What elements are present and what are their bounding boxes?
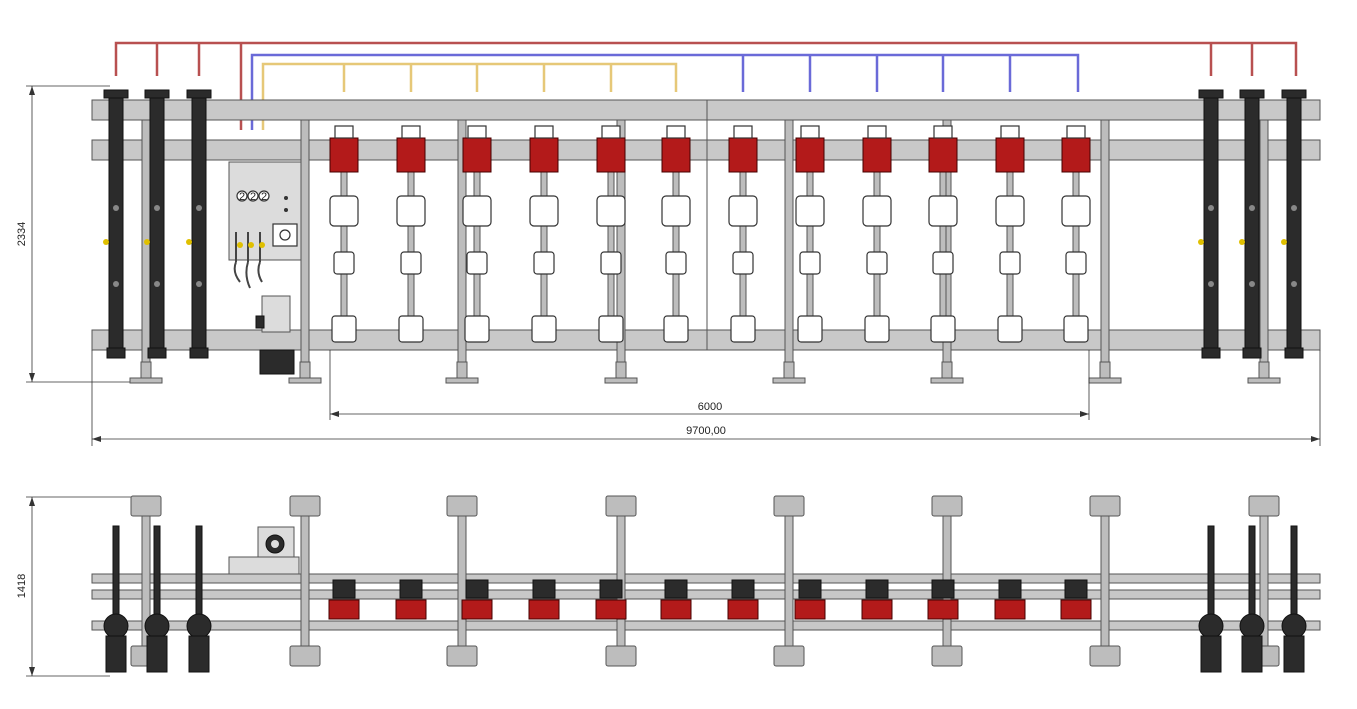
top-view-rail-3 [91,620,1321,631]
bracket-red [114,41,1298,130]
top-dark-column [1239,525,1265,673]
top-clamp [727,579,759,620]
top-clamp [927,579,959,620]
support-post [604,119,638,384]
top-rail [91,99,1321,121]
support-post [772,119,806,384]
bottom-rail [91,329,1321,351]
clamp-unit [1061,125,1091,343]
top-clamp [794,579,826,620]
motor [255,295,295,375]
top-post [1089,495,1121,667]
top-dark-column [1198,525,1224,673]
panel-label-1: 2 [239,191,245,203]
clamp-units [329,125,1091,343]
dim-total-width: 9700,00 [91,350,1321,446]
top-clamp [1060,579,1092,620]
dim-top-height-label: 1418 [16,574,28,598]
clamp-unit [995,125,1025,343]
dark-column [1281,89,1307,359]
clamp-unit [728,125,758,343]
top-clamp [395,579,427,620]
control-panel: 2 2 2 [228,161,302,289]
clamp-unit [462,125,492,343]
dim-total-width-label: 9700,00 [686,425,726,437]
top-view-rail-2 [91,589,1321,600]
clamp-unit [928,125,958,343]
top-dark-column [103,525,129,673]
support-post [288,119,322,384]
clamp-unit [862,125,892,343]
dim-inner-width: 6000 [329,350,1090,420]
top-view-clamps [328,579,1092,620]
dark-column [103,89,129,359]
dark-column [144,89,170,359]
top-clamp [660,579,692,620]
dark-column [1239,89,1265,359]
support-post [445,119,479,384]
support-posts [129,119,1281,384]
top-post [446,495,478,667]
dim-inner-width-label: 6000 [698,401,722,413]
top-clamp [328,579,360,620]
clamp-unit [396,125,426,343]
bracket-yellow [261,62,678,130]
top-clamp [528,579,560,620]
top-clamp [861,579,893,620]
dim-front-height-label: 2334 [16,222,28,246]
bracket-blue [250,53,1080,130]
support-post [1247,119,1281,384]
dim-top-height: 1418 [16,496,140,677]
top-clamp [994,579,1026,620]
top-clamp [461,579,493,620]
top-post [773,495,805,667]
dim-front-height: 2334 [16,85,150,383]
top-post [289,495,321,667]
top-dark-column [144,525,170,673]
middle-rail [91,139,1321,161]
clamp-unit [795,125,825,343]
top-view-motor [228,526,300,575]
dark-column [1198,89,1224,359]
top-view-rail-1 [91,573,1321,584]
top-view: 1418 [16,495,1321,677]
front-view: 2334 2 2 2 [16,41,1321,446]
dark-columns [103,89,1307,359]
clamp-unit [596,125,626,343]
clamp-unit [529,125,559,343]
top-clamp [595,579,627,620]
top-view-dark-columns [103,525,1307,673]
dark-column [186,89,212,359]
clamp-unit [661,125,691,343]
panel-label-3: 2 [261,191,267,203]
top-dark-column [1281,525,1307,673]
panel-label-2: 2 [250,191,256,203]
top-dark-column [186,525,212,673]
clamp-unit [329,125,359,343]
